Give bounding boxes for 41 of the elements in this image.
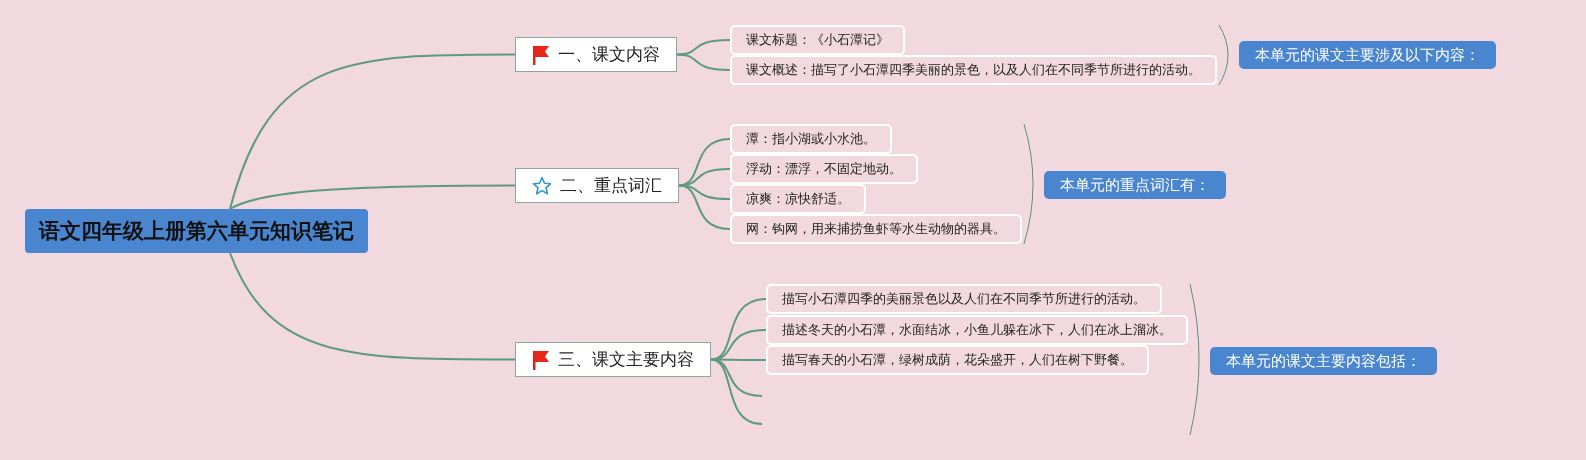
title-box — [25, 209, 368, 253]
topic-box — [515, 342, 711, 377]
node-text: 本单元的课文主要内容包括： — [1226, 351, 1421, 371]
note-box — [766, 315, 1188, 345]
note-box — [766, 284, 1162, 314]
note-box — [766, 345, 1149, 375]
node-text: 三、课文主要内容 — [558, 348, 694, 371]
branch-line — [676, 39, 731, 56]
branch-line — [229, 252, 516, 361]
summary-box — [1239, 41, 1496, 69]
node-text: 描写春天的小石潭，绿树成荫，花朵盛开，人们在树下野餐。 — [782, 351, 1133, 369]
node-text: 浮动：漂浮，不固定地动。 — [746, 160, 902, 178]
note-box — [730, 154, 918, 184]
topic-box — [515, 168, 679, 203]
topic-box — [515, 37, 677, 72]
branch-line — [676, 53, 731, 71]
node-text: 课文概述：描写了小石潭四季美丽的景色，以及人们在不同季节所进行的活动。 — [746, 61, 1201, 79]
branch-line — [229, 53, 516, 210]
title-text: 语文四年级上册第六单元知识笔记 — [39, 218, 354, 245]
node-text: 潭：指小湖或小水池。 — [746, 130, 876, 148]
branch-line — [710, 329, 767, 361]
node-text: 本单元的重点词汇有： — [1060, 175, 1210, 195]
note-box — [730, 124, 892, 154]
note-box — [730, 184, 866, 214]
node-text: 凉爽：凉快舒适。 — [746, 190, 850, 208]
node-text: 课文标题：《小石潭记》 — [746, 31, 889, 49]
branch-line — [229, 184, 516, 210]
summary-box — [1210, 347, 1437, 375]
node-text: 描写小石潭四季的美丽景色以及人们在不同季节所进行的活动。 — [782, 290, 1146, 308]
node-text: 本单元的课文主要涉及以下内容： — [1255, 45, 1480, 65]
note-box — [730, 55, 1217, 85]
node-text: 描述冬天的小石潭，水面结冰，小鱼儿躲在冰下，人们在冰上溜冰。 — [782, 321, 1172, 339]
node-text: 网：钩网，用来捕捞鱼虾等水生动物的器具。 — [746, 220, 1006, 238]
node-text: 二、重点词汇 — [560, 174, 662, 197]
branch-line — [678, 184, 731, 230]
branch-line — [710, 358, 763, 425]
node-text: 一、课文内容 — [558, 43, 660, 66]
summary-box — [1044, 171, 1226, 199]
branch-line — [678, 168, 731, 187]
note-box — [730, 25, 905, 55]
note-box — [730, 214, 1022, 244]
